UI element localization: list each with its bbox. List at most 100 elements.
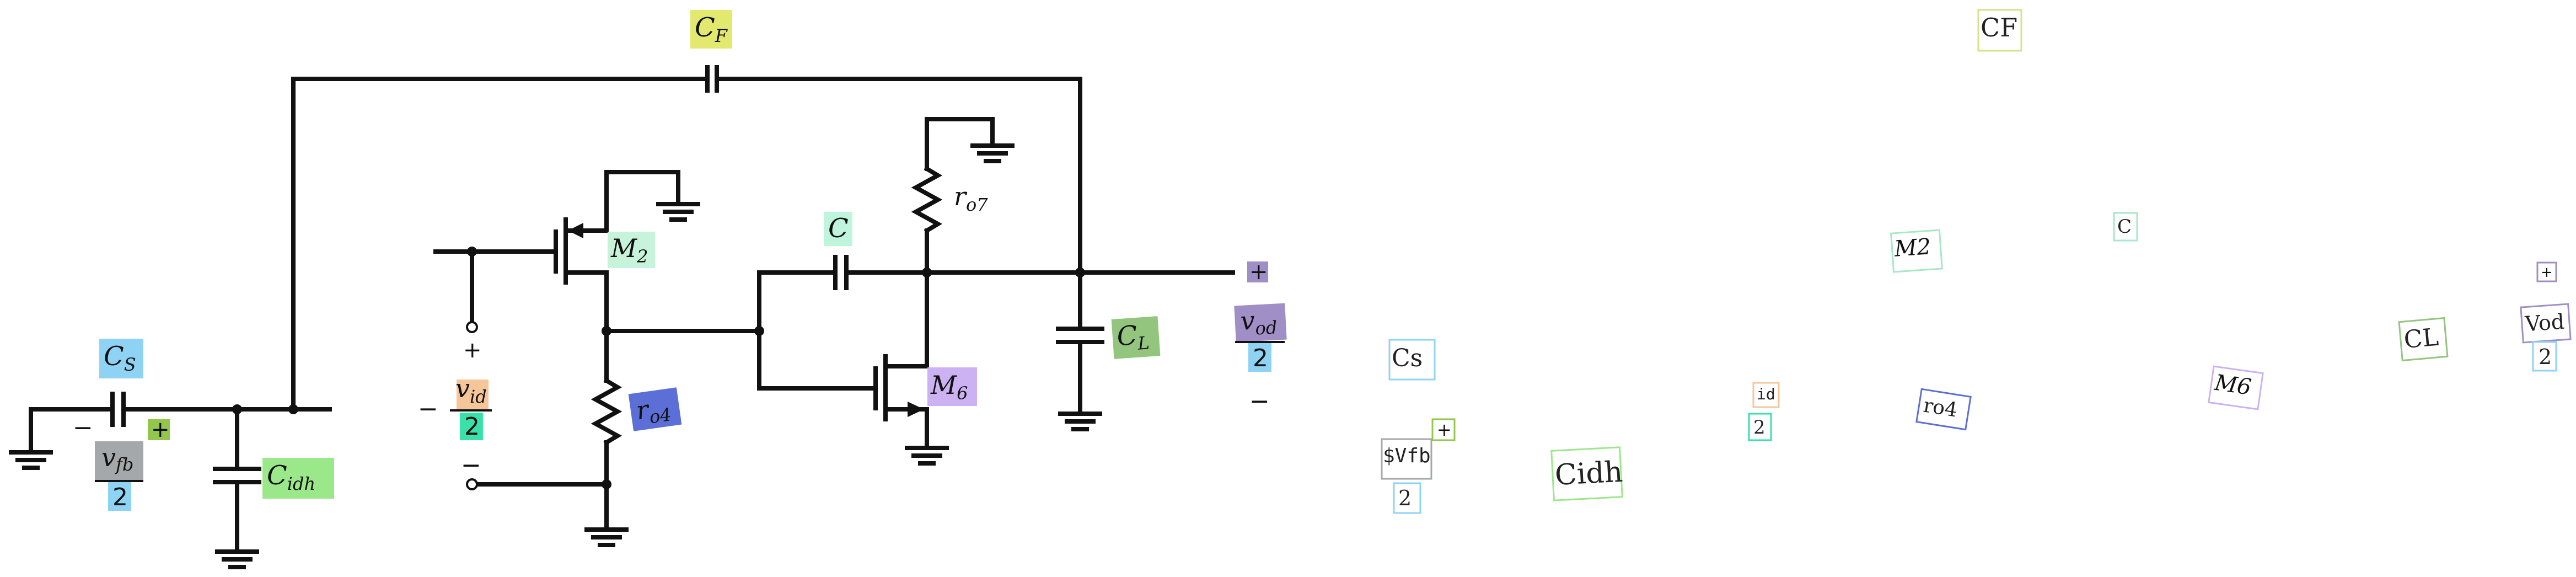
annotation-box-cs [1388, 339, 1436, 381]
vid-minus-terminal [466, 478, 478, 490]
junction-dot [602, 326, 611, 336]
ground-icon [9, 450, 53, 470]
vfb-denominator: 2 [112, 483, 128, 511]
annotation-box-cidh [1550, 446, 1623, 501]
annotation-text-cidh: Cidh [1554, 456, 1624, 492]
c-plates [833, 255, 849, 290]
annotation-box-id-den [1748, 413, 1772, 441]
junction-dot [288, 404, 298, 414]
m2-source [564, 170, 680, 233]
annotation-box-m2 [1890, 229, 1943, 273]
junction-dot [232, 404, 242, 414]
vod-label: vod [1239, 304, 1278, 339]
ground-icon [215, 549, 259, 569]
annotation-box-vfb [1381, 438, 1432, 480]
cs-plates [110, 392, 126, 427]
grounds [9, 143, 1102, 569]
annotation-box-vod-plus [2536, 261, 2557, 282]
cs-label: CS [104, 341, 136, 375]
annotation-box-c [2113, 212, 2138, 242]
annotation-box-cf [1977, 9, 2022, 52]
annotation-box-vod-den [2532, 341, 2557, 372]
junction-dot [922, 268, 932, 277]
vfb-label-highlight [95, 441, 143, 480]
vod-label-highlight [1234, 303, 1287, 343]
vod-denominator: 2 [1253, 344, 1268, 372]
annotation-text-id-den: 2 [1753, 416, 1765, 439]
cl-plates [1056, 327, 1104, 344]
cidh-label-highlight [262, 458, 334, 499]
ro7-label: ro7 [954, 181, 988, 215]
annotation-text-m2: M2 [1893, 234, 1931, 262]
m2-label: M2 [610, 233, 648, 267]
junction-dot [754, 326, 764, 336]
annotation-text-vfb-plus: + [1437, 419, 1452, 440]
cidh-plates [213, 467, 261, 484]
c-label: C [828, 213, 849, 244]
annotation-box-vod [2520, 303, 2572, 344]
feedback-wire-right [715, 77, 1082, 275]
ro7-lead-top [925, 117, 995, 147]
annotation-box-cl [2398, 317, 2449, 362]
vfb-den-highlight [108, 482, 131, 511]
vid-minus-bottom-sign: − [461, 451, 481, 479]
vfb-plus-sign: + [151, 417, 170, 442]
annotation-box-ro4 [1915, 388, 1972, 431]
annotation-layer: CF M2 C + Vod 2 CL Cs M6 id 2 ro4 + $Vfb… [1381, 9, 2572, 514]
ro4-label-highlight [628, 387, 682, 431]
vfb-minus-sign: − [73, 414, 93, 442]
annotation-text-vfb-den: 2 [1398, 486, 1412, 510]
annotation-text-m6: M6 [2213, 370, 2253, 400]
annotation-text-cl: CL [2403, 323, 2440, 354]
ro4-resistor [591, 377, 622, 446]
circuit-wires [29, 77, 1235, 554]
capacitor-plates [110, 65, 1104, 484]
annotation-text-cf: CF [1981, 13, 2017, 42]
annotation-text-vod-den: 2 [2539, 345, 2552, 369]
m6-label-highlight [927, 367, 977, 406]
m2-label-highlight [608, 232, 655, 268]
annotation-text-vod: Vod [2524, 309, 2565, 336]
ro7-resistor [911, 165, 943, 234]
ground-icon [1058, 412, 1102, 431]
mid-vertical-wire [757, 270, 878, 391]
cf-label: CF [695, 12, 728, 46]
annotation-text-cs: Cs [1392, 344, 1423, 372]
feedback-wire [291, 77, 710, 412]
junction-dot [467, 247, 477, 257]
vid-plus-sign: + [463, 338, 482, 363]
junction-dots [232, 247, 1085, 489]
vid-label-highlight [457, 380, 489, 409]
vid-minus-left-sign: − [418, 395, 438, 423]
cf-label-highlight [690, 10, 732, 49]
annotation-text-c: C [2117, 216, 2132, 238]
annotation-text-vfb: $Vfb [1383, 445, 1431, 467]
ground-icon [905, 446, 949, 466]
m2-arrow-icon [568, 223, 583, 238]
annotation-text-id: id [1757, 385, 1775, 403]
vod-plus-sign: + [1249, 259, 1268, 285]
annotation-text-vod-plus: + [2541, 264, 2553, 281]
c-label-highlight [824, 212, 852, 246]
cl-label: CL [1116, 319, 1150, 355]
junction-dot [1075, 268, 1085, 277]
vod-plus-highlight [1247, 261, 1268, 282]
annotation-box-m6 [2208, 365, 2264, 410]
cl-label-highlight [1111, 316, 1161, 359]
vod-den-highlight [1248, 343, 1271, 372]
cs-label-highlight [99, 339, 143, 378]
ground-icon [584, 527, 629, 547]
m6-drain [883, 270, 929, 368]
junction-dot [602, 479, 611, 489]
vfb-label: vfb [101, 442, 133, 475]
vid-plus-terminal [466, 321, 478, 333]
vid-label: vid [455, 373, 487, 407]
cidh-label: Cidh [267, 460, 315, 494]
m2-drain [564, 270, 609, 333]
vid-denominator: 2 [464, 413, 480, 441]
ro4-label: ro4 [634, 391, 673, 429]
vfb-plus-highlight [148, 419, 170, 440]
ground-icon [970, 143, 1015, 163]
vid-den-highlight [460, 413, 483, 440]
